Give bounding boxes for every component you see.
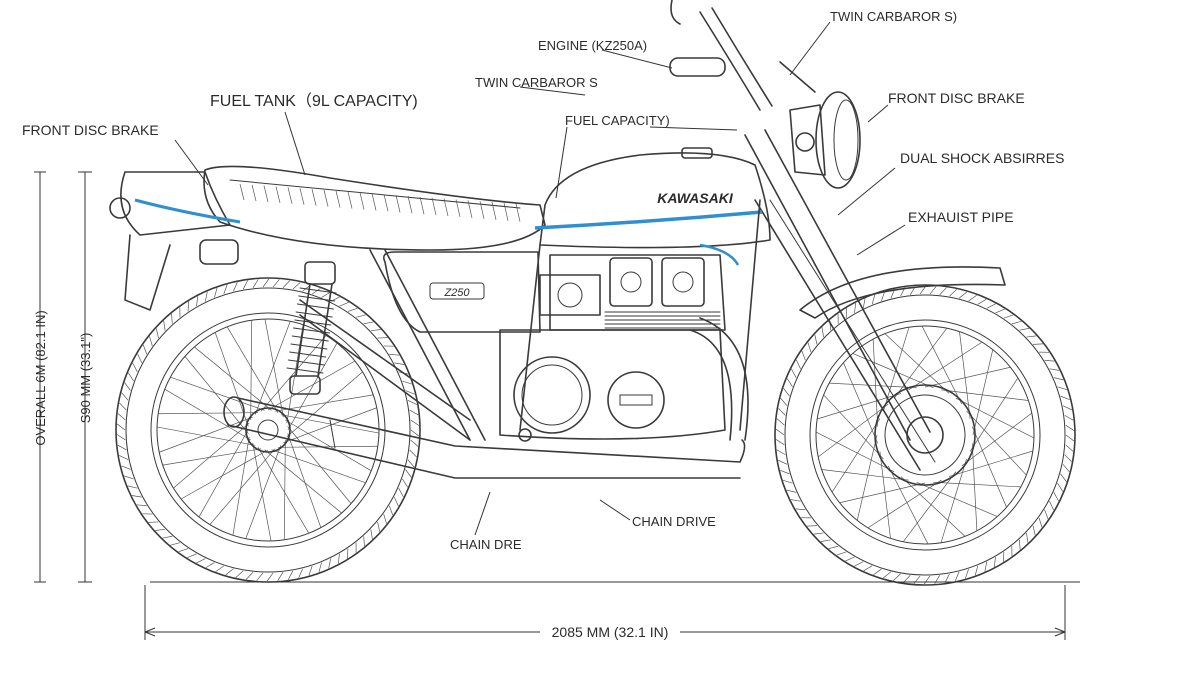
callout-twin-carbs-mid: TWIN CARBAROR S — [475, 75, 598, 90]
dim-seat-height: S90 MM (33.1") — [78, 333, 93, 424]
callout-exhaust-pipe: EXHAUIST PIPE — [908, 209, 1014, 225]
dim-overall-height: OVERALL 6M (82.1 IN) — [33, 310, 48, 445]
fuel-tank: KAWASAKI — [534, 147, 771, 266]
dim-overall-length: 2085 MM (32.1 IN) — [552, 624, 669, 640]
exhaust-pipe — [223, 317, 749, 479]
tail-section — [109, 171, 241, 311]
front-fork-and-fender — [744, 129, 1006, 471]
callout-front-disc-brake-right: FRONT DISC BRAKE — [888, 90, 1025, 106]
callout-front-disc-brake-left: FRONT DISC BRAKE — [22, 122, 159, 138]
tank-brand: KAWASAKI — [657, 190, 734, 206]
callout-chain-drive-right: CHAIN DRIVE — [632, 514, 716, 529]
side-panel-badge: Z250 — [443, 287, 470, 299]
engine — [499, 254, 726, 442]
handlebar — [669, 0, 816, 111]
headlight — [789, 91, 861, 189]
rear-wheel — [115, 277, 421, 583]
seat — [203, 165, 546, 251]
rear-shock — [286, 261, 337, 395]
callout-fuel-tank: FUEL TANK（9L CAPACITY) — [210, 92, 418, 110]
callout-leaders — [174, 21, 906, 536]
side-panel: Z250 — [382, 251, 541, 333]
frame — [299, 199, 761, 441]
dimension-lines — [34, 171, 1080, 640]
callout-chain-drive-left: CHAIN DRE — [450, 537, 522, 552]
callout-fuel-capacity: FUEL CAPACITY) — [565, 113, 670, 128]
callout-twin-carbs-top: TWIN CARBAROR S) — [830, 9, 957, 24]
callout-engine: ENGINE (KZ250A) — [538, 38, 647, 53]
callout-dual-shock: DUAL SHOCK ABSIRRES — [900, 150, 1064, 166]
front-wheel — [774, 284, 1076, 586]
